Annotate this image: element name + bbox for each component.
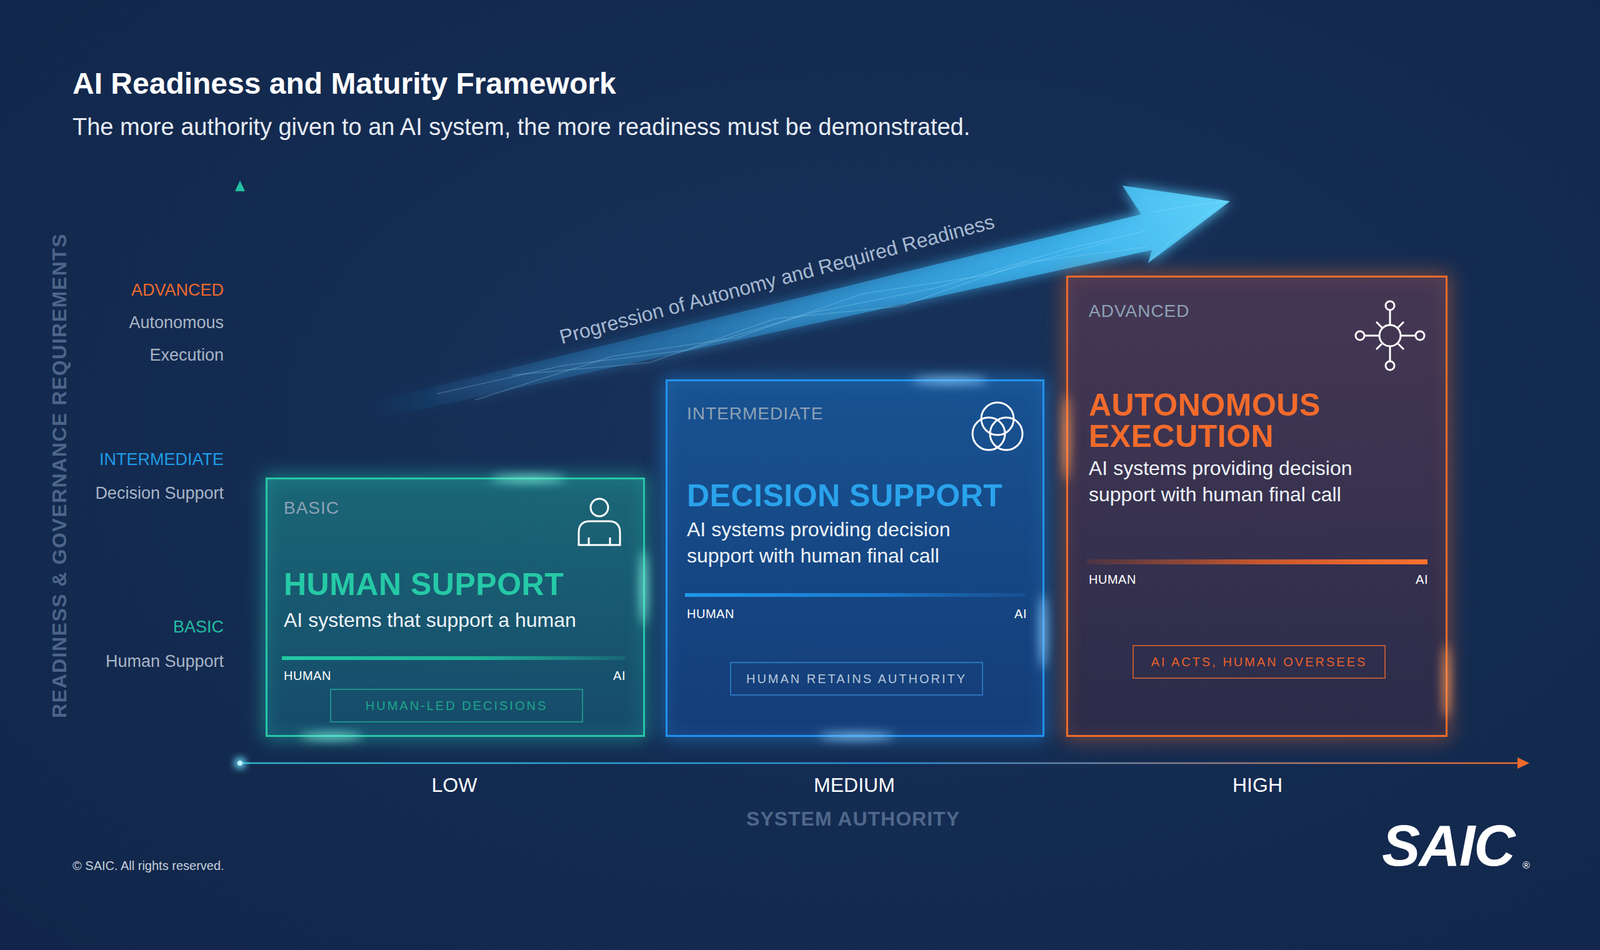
registered-mark: ® [1522,859,1530,872]
tier-label: ADVANCED [1088,300,1339,323]
axis-tick-label: MEDIUM [813,773,895,797]
y-axis-line [239,187,242,764]
tier-description: AI systems providing decision support wi… [686,516,1000,569]
tier-description: AI systems providing decision support wi… [1088,455,1402,508]
axis-level: ADVANCED [131,280,224,300]
tier-box: BASIC HUMAN SUPPORT AI systems that suppor… [265,477,645,737]
scale-end-label: AI [933,606,1027,622]
tier-heading: AUTONOMOUS EXECUTION [1088,389,1427,452]
authority-tag-text: HUMAN RETAINS AUTHORITY [731,671,982,687]
axis-level-name: Decision Support [95,483,224,504]
x-axis-line [240,762,1520,765]
axis-origin-dot [237,760,243,766]
axis-level-name: Autonomous Execution [98,306,224,372]
axis-level-name: Human Support [105,651,224,672]
authority-tag: HUMAN RETAINS AUTHORITY [730,661,984,696]
axis-tick-label: LOW [431,773,478,797]
scale-end-label: AI [531,668,626,684]
tier-description: AI systems that support a human [283,606,634,634]
tier-box: ADVANCED AUTONOMOUS EXECUTIONAI systems p… [1066,275,1448,737]
authority-tag: AI ACTS, HUMAN OVERSEES [1132,645,1386,679]
y-axis-arrowhead [235,180,245,192]
scale-end-label: AI [1334,571,1429,587]
axis-level: BASIC [173,616,224,637]
scale-end-label: HUMAN [283,668,378,684]
tier-label: BASIC [283,496,534,520]
tier-label: INTERMEDIATE [686,402,937,425]
axis-level: INTERMEDIATE [99,449,224,470]
authority-tag: HUMAN-LED DECISIONS [330,688,584,723]
axis-title: READINESS & GOVERNANCE REQUIREMENTS [47,233,72,719]
x-axis-arrowhead [1517,757,1530,769]
copyright-note: © SAIC. All rights reserved. [72,858,225,874]
diagram-title: AI Readiness and Maturity Framework [72,65,617,102]
axis-title: SYSTEM AUTHORITY [746,806,960,831]
tier-heading: DECISION SUPPORT [686,480,1037,512]
scale-end-label: HUMAN [1088,571,1183,587]
company-logo: SAIC [1381,811,1515,880]
scale-end-label: HUMAN [686,606,781,622]
diagram-subtitle: The more authority given to an AI system… [72,113,970,142]
axis-tick-label: HIGH [1232,773,1283,797]
tier-heading: HUMAN SUPPORT [283,568,634,600]
tier-box: INTERMEDIATE DECISION SUPPORT AI systems p… [665,379,1045,737]
authority-tag-text: HUMAN-LED DECISIONS [331,698,582,714]
authority-tag-text: AI ACTS, HUMAN OVERSEES [1133,654,1385,670]
axis-origin-glow [234,757,246,769]
